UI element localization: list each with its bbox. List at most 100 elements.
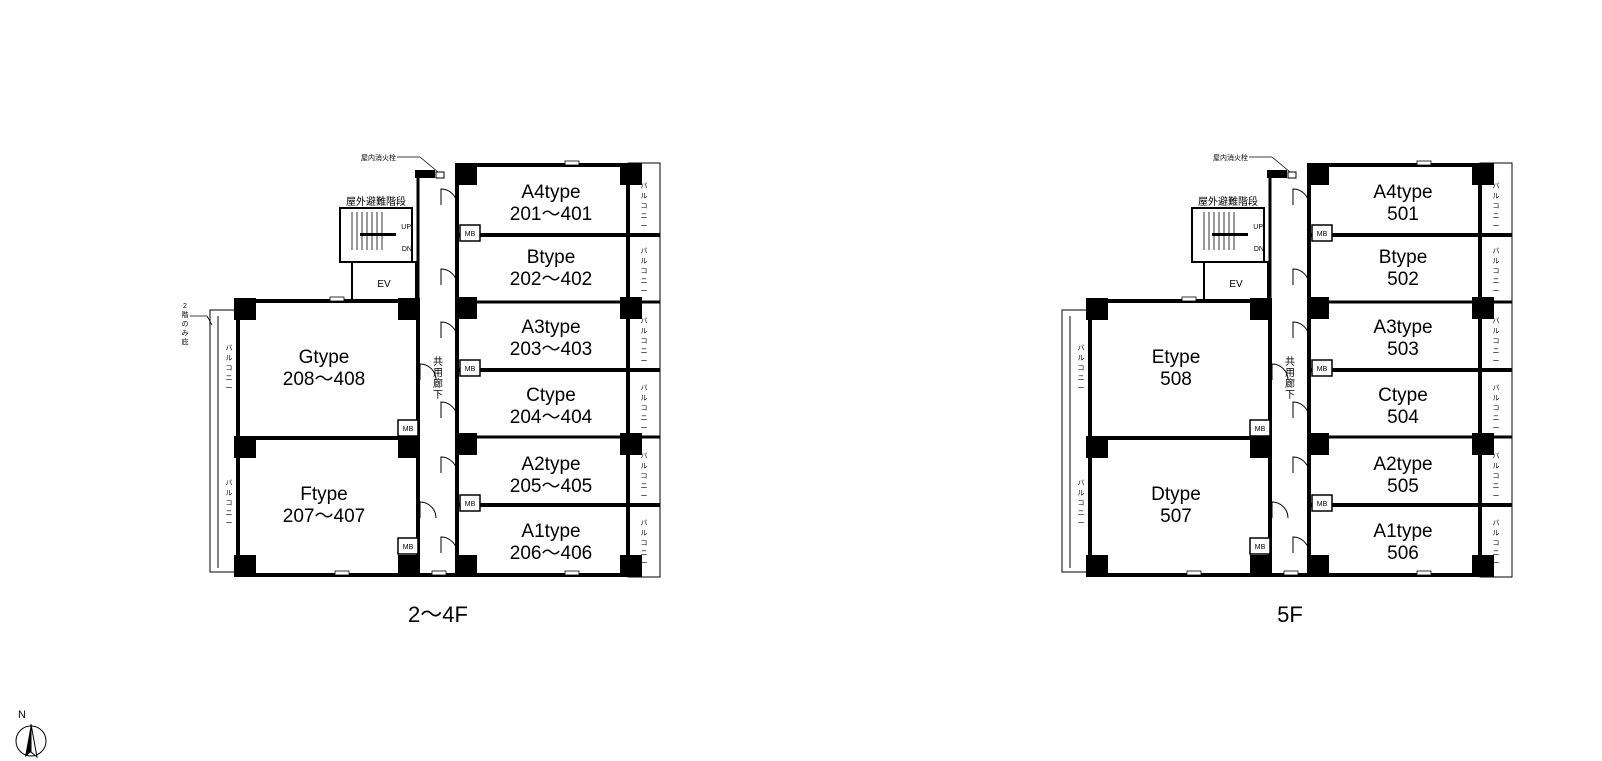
column xyxy=(1086,436,1108,458)
meter-box xyxy=(397,419,419,437)
balcony-label: ー xyxy=(226,385,233,392)
window xyxy=(1416,160,1432,166)
balcony-label: コ xyxy=(1493,337,1500,345)
balcony-label: バ xyxy=(1493,452,1500,460)
unit-type-label: A2type xyxy=(521,454,580,475)
window xyxy=(1181,296,1197,302)
west-balcony-outline xyxy=(209,309,239,573)
balcony-label: ニ xyxy=(641,213,648,220)
balcony-label: コ xyxy=(226,364,233,372)
balcony-label: ニ xyxy=(641,278,648,285)
unit-number-label: 202〜402 xyxy=(510,269,592,290)
stairs-up-label: UP xyxy=(1253,224,1263,231)
unit-type-label: A1type xyxy=(1373,521,1432,542)
balcony-label: ル xyxy=(1078,490,1085,497)
unit-door-icon xyxy=(440,456,458,474)
balcony-label: バ xyxy=(641,384,648,392)
balcony-label: バ xyxy=(641,452,648,460)
unit-number-label: 205〜405 xyxy=(510,476,592,497)
meter-box xyxy=(1249,419,1271,437)
meter-box xyxy=(459,359,481,377)
balcony-label: ニ xyxy=(226,375,233,382)
column xyxy=(1250,436,1272,458)
column xyxy=(1307,433,1329,455)
balcony-label: バ xyxy=(1493,247,1500,255)
corridor-label: 用 xyxy=(433,368,443,379)
eaves-note: 階 xyxy=(182,310,189,319)
balcony-label: バ xyxy=(1078,479,1085,487)
column xyxy=(1250,298,1272,320)
unit-type-label: Btype xyxy=(527,247,576,268)
balcony-label: コ xyxy=(641,267,648,275)
unit-number-label: 204〜404 xyxy=(510,407,593,428)
meter-box xyxy=(1311,224,1333,242)
elevator-label: EV xyxy=(377,279,391,290)
balcony-label: ー xyxy=(641,493,648,500)
stairs-down-label: DN xyxy=(1254,246,1264,253)
column xyxy=(620,555,642,577)
meter-box xyxy=(459,224,481,242)
balcony-label: コ xyxy=(226,499,233,507)
balcony-label: ニ xyxy=(641,483,648,490)
balcony-label: ニ xyxy=(641,348,648,355)
unit-number-label: 207〜407 xyxy=(283,506,365,527)
window xyxy=(564,570,580,576)
floor-caption: 2〜4F xyxy=(408,602,468,627)
unit-number-label: 503 xyxy=(1387,339,1419,360)
column xyxy=(1307,555,1329,577)
balcony-label: ル xyxy=(226,490,233,497)
balcony-label: コ xyxy=(1493,404,1500,412)
balcony-label: ー xyxy=(641,560,648,567)
balcony-label: ニ xyxy=(226,510,233,517)
column xyxy=(620,163,642,185)
unit-door-icon xyxy=(440,321,458,339)
column xyxy=(398,298,420,320)
stair-landing xyxy=(360,233,396,236)
leader-line xyxy=(206,315,213,326)
meter-box-label: MB xyxy=(403,426,414,433)
column xyxy=(234,555,256,577)
column xyxy=(1086,555,1108,577)
wall-stub xyxy=(415,170,435,178)
unit-type-label: A4type xyxy=(1373,182,1432,203)
balcony-label: コ xyxy=(1493,267,1500,275)
hydrant-label: 屋内消火栓 xyxy=(361,153,396,162)
balcony-label: ー xyxy=(1493,493,1500,500)
balcony-label: ニ xyxy=(1493,278,1500,285)
balcony-label: ル xyxy=(641,258,648,265)
unit-door-icon xyxy=(419,363,437,381)
corridor-label: 下 xyxy=(1285,390,1295,401)
balcony-label: ニ xyxy=(1078,510,1085,517)
unit-number-label: 201〜401 xyxy=(510,204,592,225)
unit-type-label: A4type xyxy=(521,182,580,203)
balcony-label: ル xyxy=(1493,193,1500,200)
balcony-label: バ xyxy=(641,519,648,527)
unit-number-label: 506 xyxy=(1387,543,1419,564)
unit-number-label: 502 xyxy=(1387,269,1419,290)
unit-door-icon xyxy=(440,188,458,206)
column xyxy=(1250,555,1272,577)
meter-box-label: MB xyxy=(465,501,476,508)
unit-door-icon xyxy=(1271,363,1289,381)
unit-door-icon xyxy=(419,501,437,519)
balcony-label: ル xyxy=(641,193,648,200)
column xyxy=(234,436,256,458)
meter-box xyxy=(1249,537,1271,555)
balcony-label: ル xyxy=(1078,355,1085,362)
compass-label: N xyxy=(18,709,26,721)
meter-box-label: MB xyxy=(1317,501,1328,508)
window xyxy=(334,570,350,576)
unit-door-icon xyxy=(1292,268,1310,286)
balcony-label: ー xyxy=(641,358,648,365)
meter-box-label: MB xyxy=(403,544,414,551)
column xyxy=(1472,433,1494,455)
balcony-label: ー xyxy=(1078,520,1085,527)
column xyxy=(455,555,477,577)
unit-door-icon xyxy=(1292,321,1310,339)
unit-door-icon xyxy=(1292,401,1310,419)
unit-type-label: Ctype xyxy=(1378,385,1428,406)
balcony-label: ニ xyxy=(1493,483,1500,490)
balcony-label: コ xyxy=(1493,472,1500,480)
balcony-label: ー xyxy=(1493,223,1500,230)
